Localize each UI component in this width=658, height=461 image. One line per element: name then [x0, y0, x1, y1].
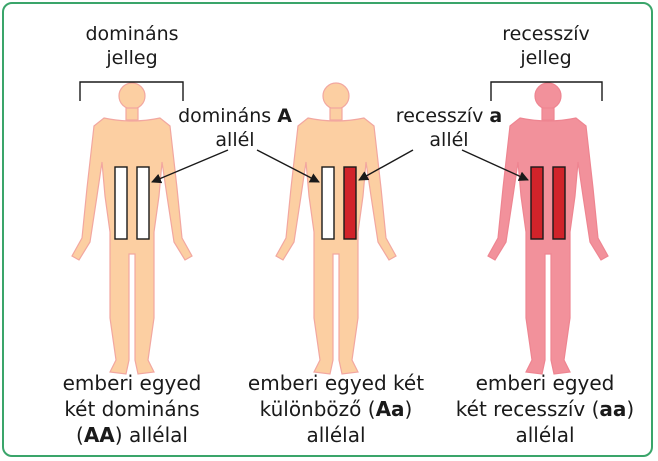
caption-line: emberi egyed két	[236, 370, 436, 396]
recessive-trait-line2: jelleg	[476, 46, 616, 70]
caption-line: emberi egyed	[37, 370, 227, 396]
dominant-allele-label: domináns A allél	[160, 104, 310, 152]
dominant-allele-word: domináns	[178, 105, 271, 127]
caption-text: két recesszív (	[456, 397, 600, 421]
caption-line: allélal	[236, 422, 436, 448]
caption-line: allélal	[445, 422, 645, 448]
recessive-allele-letter: a	[489, 105, 502, 127]
caption-homozygous-dominant: emberi egyed két domináns (AA) allélal	[37, 370, 227, 448]
caption-line: két domináns	[37, 396, 227, 422]
allele-bar-dominant	[137, 167, 149, 239]
caption-text: (	[76, 423, 84, 447]
caption-text: )	[405, 397, 413, 421]
dominant-trait-line1: domináns	[62, 22, 202, 46]
allele-bar-recessive	[553, 167, 565, 239]
caption-line: emberi egyed	[445, 370, 645, 396]
caption-text: ) allélal	[115, 423, 188, 447]
allele-bar-dominant	[322, 167, 334, 239]
recessive-allele-word: recesszív	[396, 105, 484, 127]
dominant-trait-line2: jelleg	[62, 46, 202, 70]
dominant-trait-label: domináns jelleg	[62, 22, 202, 70]
genotype-label: Aa	[376, 397, 405, 421]
genotype-label: aa	[599, 397, 626, 421]
recessive-trait-line1: recesszív	[476, 22, 616, 46]
dominant-allele-letter: A	[277, 105, 292, 127]
caption-text: különböző (	[260, 397, 376, 421]
allele-bar-recessive	[531, 167, 543, 239]
genotype-label: AA	[84, 423, 115, 447]
allele-bar-recessive	[344, 167, 356, 239]
recessive-allele-second: allél	[374, 128, 524, 152]
allele-bar-dominant	[115, 167, 127, 239]
caption-text: )	[626, 397, 634, 421]
recessive-allele-label: recesszív a allél	[374, 104, 524, 152]
caption-homozygous-recessive: emberi egyed két recesszív (aa) allélal	[445, 370, 645, 448]
dominant-allele-second: allél	[160, 128, 310, 152]
recessive-trait-label: recesszív jelleg	[476, 22, 616, 70]
caption-heterozygous: emberi egyed két különböző (Aa) allélal	[236, 370, 436, 448]
